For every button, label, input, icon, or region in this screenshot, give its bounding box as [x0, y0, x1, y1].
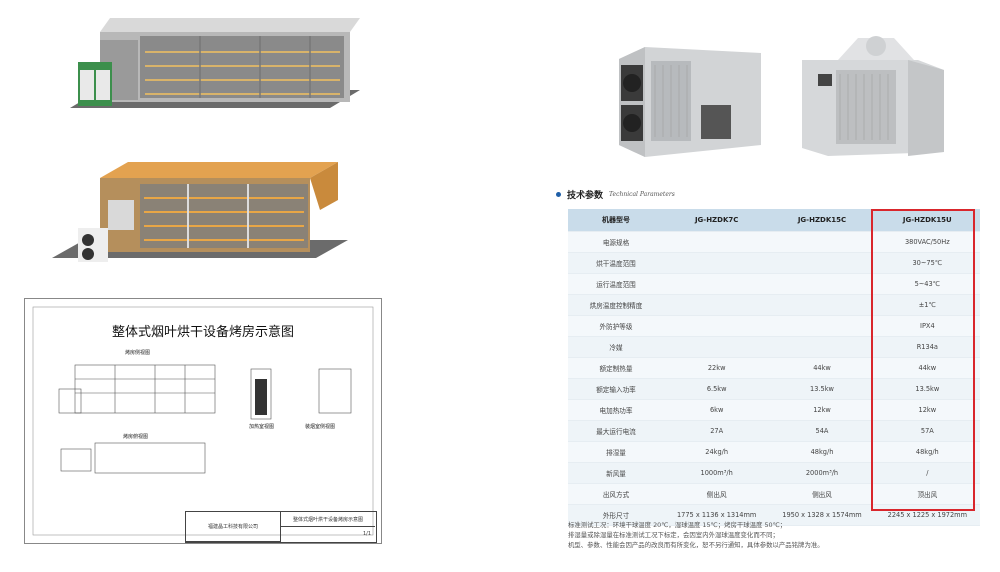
sheet-number: 1/1: [362, 531, 371, 537]
param-value-cell: 54A: [769, 420, 875, 442]
param-name-cell: 新风量: [568, 462, 664, 484]
table-row: 电源规格 380VAC/50Hz: [568, 231, 980, 253]
param-value-cell: 27A: [664, 420, 770, 442]
param-value-cell: 6kw: [664, 399, 770, 421]
param-name-cell: 电源规格: [568, 231, 664, 253]
param-value-cell: [769, 231, 875, 253]
footnote-line: 标准测试工况：环境干球温度 20℃，湿球温度 15℃；烤房干球温度 50℃；: [568, 521, 787, 529]
param-value-cell: [769, 273, 875, 295]
param-value-cell: [769, 315, 875, 337]
param-value-cell: 48kg/h: [769, 441, 875, 463]
param-name-cell: 运行温度范围: [568, 273, 664, 295]
drawing-title: 整体式烟叶烘干设备烤房示意图: [111, 325, 294, 340]
param-value-cell: 30~75℃: [874, 252, 980, 274]
param-value-cell: 2000m³/h: [769, 462, 875, 484]
section-title-en: Technical Parameters: [609, 191, 675, 198]
front-view-label: 烤房侧视图: [125, 350, 151, 356]
table-header-cell: JG-HZDK7C: [664, 209, 770, 232]
shed-dryer-render: [48, 140, 360, 280]
param-name-cell: 烘房温度控制精度: [568, 294, 664, 316]
drawing-name: 整体式烟叶烘干设备烤房示意图: [281, 512, 375, 527]
side-view-label-2: 装烟室侧视图: [305, 424, 336, 430]
side-view-label-1: 加热室视图: [249, 424, 275, 430]
table-row: 烘干温度范围 30~75℃: [568, 252, 980, 274]
param-value-cell: [664, 294, 770, 316]
param-name-cell: 冷媒: [568, 336, 664, 358]
param-name-cell: 外防护等级: [568, 315, 664, 337]
param-value-cell: [664, 336, 770, 358]
table-row: 运行温度范围 5~43℃: [568, 273, 980, 295]
top-view-label: 烤房俯视图: [123, 434, 149, 440]
spec-table: 机器型号 JG-HZDK7C JG-HZDK15C JG-HZDK15U 电源规…: [568, 209, 980, 526]
param-name-cell: 电加热功率: [568, 399, 664, 421]
param-value-cell: IPX4: [874, 315, 980, 337]
container-dryer-render: [50, 0, 360, 130]
section-title-cn: 技术参数: [567, 191, 604, 201]
company-name: 福建晶工科技有限公司: [186, 512, 281, 542]
engineering-drawing: 整体式烟叶烘干设备烤房示意图 烤房侧视图 烤房俯视图 加热室视图 装烟室侧视图 …: [24, 298, 382, 544]
param-value-cell: 380VAC/50Hz: [874, 231, 980, 253]
param-value-cell: [769, 336, 875, 358]
param-value-cell: 44kw: [769, 357, 875, 379]
table-row: 冷媒 R134a: [568, 336, 980, 358]
table-row: 外防护等级 IPX4: [568, 315, 980, 337]
table-header-cell: JG-HZDK15U: [874, 209, 980, 232]
param-value-cell: 侧出风: [769, 483, 875, 505]
param-value-cell: /: [874, 462, 980, 484]
param-value-cell: 44kw: [874, 357, 980, 379]
footnote-line: 机型、参数、性能会因产品的改良而有所变化，恕不另行通知，具体参数以产品铭牌为准。: [568, 541, 824, 549]
param-value-cell: 13.5kw: [769, 378, 875, 400]
param-name-cell: 额定输入功率: [568, 378, 664, 400]
param-value-cell: [664, 252, 770, 274]
param-value-cell: ±1℃: [874, 294, 980, 316]
bullet-icon: [556, 192, 561, 197]
param-value-cell: 5~43℃: [874, 273, 980, 295]
param-value-cell: [769, 294, 875, 316]
table-header-row: 机器型号 JG-HZDK7C JG-HZDK15C JG-HZDK15U: [568, 209, 980, 232]
param-value-cell: 22kw: [664, 357, 770, 379]
param-value-cell: 顶出风: [874, 483, 980, 505]
table-row: 出风方式侧出风侧出风顶出风: [568, 483, 980, 505]
param-name-cell: 出风方式: [568, 483, 664, 505]
param-value-cell: 侧出风: [664, 483, 770, 505]
param-value-cell: [769, 252, 875, 274]
param-value-cell: [664, 231, 770, 253]
param-name-cell: 排湿量: [568, 441, 664, 463]
param-value-cell: 13.5kw: [874, 378, 980, 400]
param-value-cell: 1000m³/h: [664, 462, 770, 484]
param-value-cell: 1775 x 1136 x 1314mm: [664, 504, 770, 526]
param-name-cell: 额定制热量: [568, 357, 664, 379]
footnote-line: 排湿量或除湿量在标准测试工况下标定，会因室内外湿球温度变化而不同；: [568, 531, 779, 539]
param-value-cell: 12kw: [874, 399, 980, 421]
section-heading: 技术参数 Technical Parameters: [556, 188, 675, 201]
param-name-cell: 外形尺寸: [568, 504, 664, 526]
param-value-cell: 12kw: [769, 399, 875, 421]
param-name-cell: 烘干温度范围: [568, 252, 664, 274]
param-value-cell: 24kg/h: [664, 441, 770, 463]
param-value-cell: 1950 x 1328 x 1574mm: [769, 504, 875, 526]
param-value-cell: [664, 315, 770, 337]
param-value-cell: 48kg/h: [874, 441, 980, 463]
param-value-cell: 57A: [874, 420, 980, 442]
param-name-cell: 最大运行电流: [568, 420, 664, 442]
title-block: 福建晶工科技有限公司 整体式烟叶烘干设备烤房示意图 1/1: [185, 511, 377, 543]
table-header-cell: JG-HZDK15C: [769, 209, 875, 232]
param-value-cell: [664, 273, 770, 295]
table-header-cell: 机器型号: [568, 209, 664, 232]
param-value-cell: 6.5kw: [664, 378, 770, 400]
heat-pump-unit-top-outlet: [798, 30, 948, 160]
heat-pump-unit-side-outlet: [615, 45, 765, 160]
table-row: 烘房温度控制精度 ±1℃: [568, 294, 980, 316]
param-value-cell: R134a: [874, 336, 980, 358]
footnotes: 标准测试工况：环境干球温度 20℃，湿球温度 15℃；烤房干球温度 50℃； 排…: [568, 520, 988, 550]
